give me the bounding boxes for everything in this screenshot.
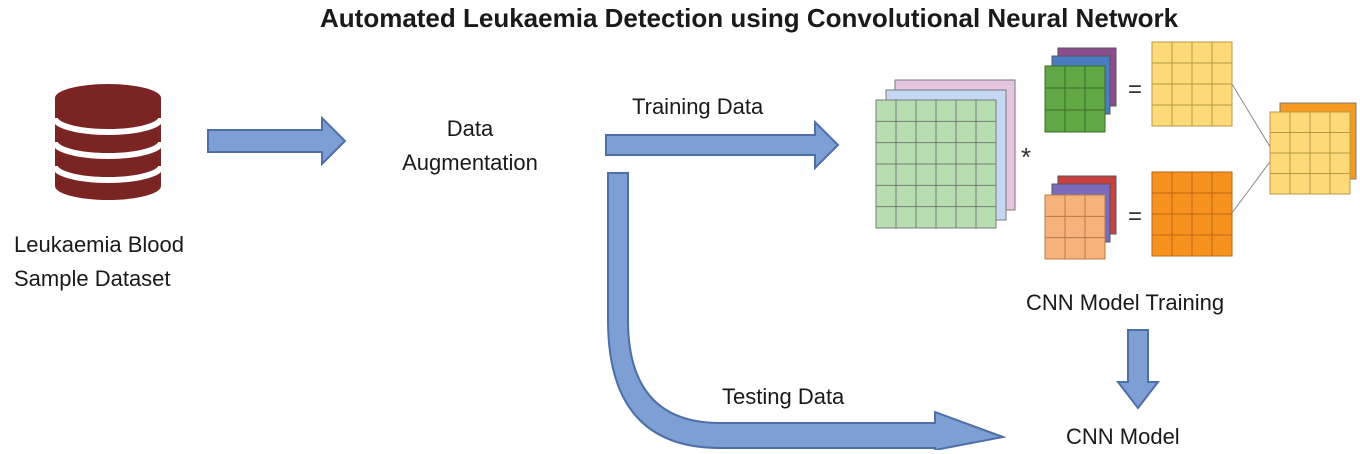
equals-operator-top: =: [1128, 76, 1142, 103]
dataset-label-line1: Leukaemia Blood: [14, 232, 185, 257]
convolution-operator: *: [1021, 142, 1031, 172]
augmentation-label-line1: Data: [446, 116, 494, 141]
augmentation-label: Data Augmentation: [380, 112, 560, 180]
arrow-to-augmentation: [207, 115, 347, 167]
feature-map-orange: [1151, 171, 1233, 257]
feature-map-yellow: [1151, 41, 1233, 127]
output-feature-stack: [1269, 102, 1357, 195]
dataset-label-line2: Sample Dataset: [14, 266, 171, 291]
database-icon: [52, 84, 164, 200]
kernel-orange-cell-area: [1044, 194, 1106, 260]
input-image-stack: [875, 79, 1016, 229]
arrow-training-data: [605, 119, 840, 171]
arrow-testing-data: [607, 172, 1007, 450]
kernel-green-cell-area: [1044, 65, 1106, 133]
dataset-label: Leukaemia Blood Sample Dataset: [14, 228, 184, 296]
diagram-title: Automated Leukaemia Detection using Conv…: [320, 3, 1179, 33]
kernel-stack-bottom: [1044, 175, 1117, 260]
cnn-model-label: CNN Model: [1066, 424, 1180, 449]
connector-line-top: [1231, 83, 1276, 156]
arrow-to-cnn-model: [1115, 329, 1161, 410]
kernel-stack-top: [1044, 47, 1117, 133]
cnn-model-training-label: CNN Model Training: [1026, 290, 1225, 315]
equals-operator-bottom: =: [1128, 203, 1142, 230]
testing-data-label: Testing Data: [722, 384, 845, 409]
augmentation-label-line2: Augmentation: [402, 150, 538, 175]
connector-line-bottom: [1231, 154, 1276, 214]
training-data-label: Training Data: [632, 94, 764, 119]
